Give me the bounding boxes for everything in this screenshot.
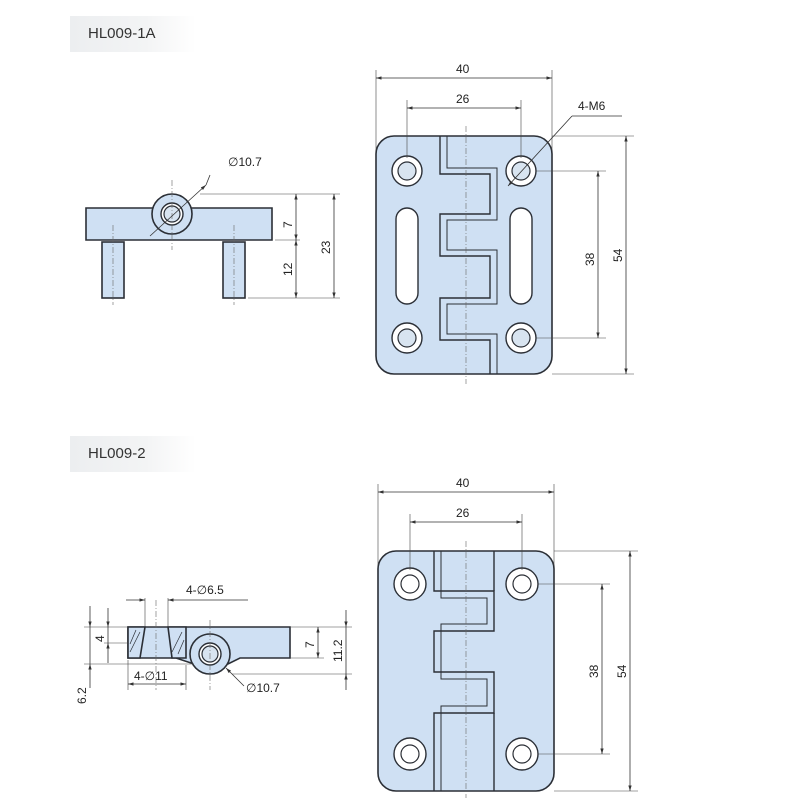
dim-stud-len: 12 xyxy=(281,262,295,276)
dim-hole-spacing-y-2: 38 xyxy=(587,664,601,678)
dim-pin-dia-2: ∅10.7 xyxy=(246,681,280,695)
dim-hole-spacing-y-1: 38 xyxy=(583,252,597,266)
hl009-2-side-view: 4-∅6.5 4-∅11 ∅10.7 4 6.2 7 11.2 xyxy=(75,583,352,704)
slot-right xyxy=(509,207,533,305)
hl009-1a-side-view: ∅10.7 7 12 23 xyxy=(85,155,340,305)
dim-width-1: 40 xyxy=(456,62,470,76)
dim-body-thick: 7 xyxy=(281,221,295,228)
hinge-plate xyxy=(375,135,553,375)
dim-pin-dia-1: ∅10.7 xyxy=(228,155,262,169)
dim-cbore-depth-2: 4 xyxy=(93,635,107,642)
dim-height-2: 54 xyxy=(615,664,629,678)
dim-leaf-thick-2: 7 xyxy=(303,641,317,648)
dim-thread: 4-M6 xyxy=(578,99,606,113)
dim-cbore-dia-2: 4-∅11 xyxy=(134,669,168,683)
hl009-1a-front-view: 40 26 4-M6 38 54 xyxy=(375,62,634,384)
dim-width-2: 40 xyxy=(456,476,470,490)
dim-hole-dia-2: 4-∅6.5 xyxy=(186,583,224,597)
slot-left xyxy=(395,207,419,305)
dim-hole-spacing-x-1: 26 xyxy=(456,92,470,106)
dim-total-h: 23 xyxy=(319,240,333,254)
hl009-2-front-view: 40 26 38 54 xyxy=(377,476,638,798)
dim-hole-spacing-x-2: 26 xyxy=(456,506,470,520)
part-label-hl009-2: HL009-2 xyxy=(70,436,196,472)
dim-total-thick-2: 6.2 xyxy=(75,687,89,704)
dim-overall-2: 11.2 xyxy=(331,639,345,662)
dim-height-1: 54 xyxy=(611,248,625,262)
part-label-hl009-1a: HL009-1A xyxy=(70,16,196,52)
